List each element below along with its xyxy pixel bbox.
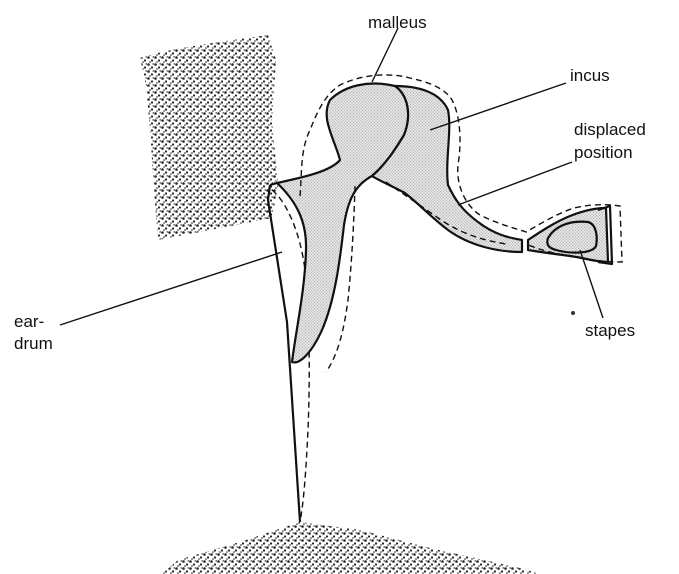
stapes-label: stapes: [585, 321, 635, 340]
displaced-position-leader-line: [458, 162, 572, 205]
speck-mark: [571, 311, 575, 315]
displaced-position-label-line1: displaced: [574, 120, 646, 139]
eardrum-label-line1: ear-: [14, 312, 44, 331]
eardrum-label-line2: drum: [14, 334, 53, 353]
eardrum-leader-line: [60, 252, 282, 325]
malleus-leader-line: [372, 28, 398, 82]
lower-bone-floor: [162, 522, 540, 574]
incus-label: incus: [570, 66, 610, 85]
displaced-position-label-line2: position: [574, 143, 633, 162]
upper-bone-wall: [140, 35, 278, 240]
incus-leader-line: [430, 83, 566, 130]
malleus-shape: [277, 84, 408, 363]
malleus-label: malleus: [368, 13, 427, 32]
